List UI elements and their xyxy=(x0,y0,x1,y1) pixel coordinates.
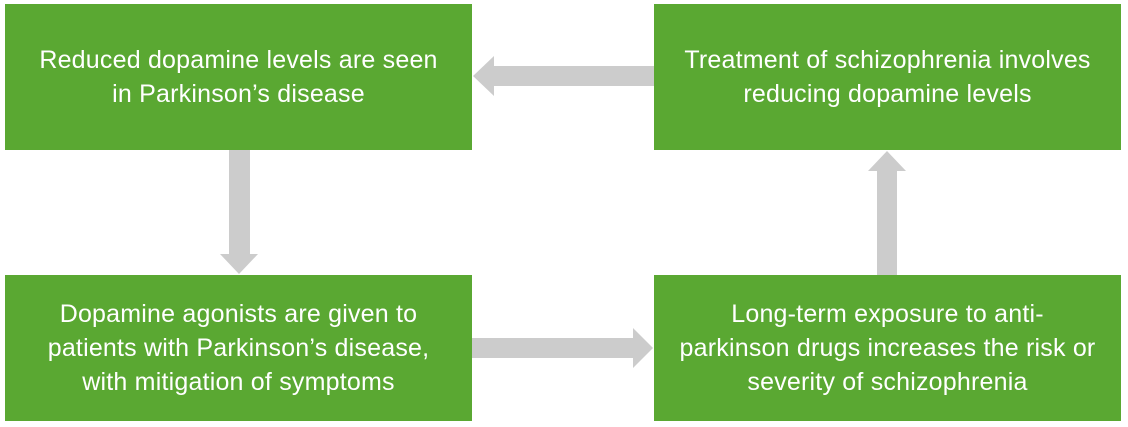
box-reduced-dopamine-parkinsons: Reduced dopamine levels are seen in Park… xyxy=(5,4,472,150)
box-text-line: reducing dopamine levels xyxy=(743,80,1032,108)
box-text: Dopamine agonists are given to patients … xyxy=(48,297,430,399)
arrow-down xyxy=(220,150,258,274)
box-text-line: Reduced dopamine levels are seen xyxy=(39,46,438,74)
box-schizophrenia-treatment: Treatment of schizophrenia involves redu… xyxy=(654,4,1121,150)
box-text-line: Dopamine agonists are given to xyxy=(59,300,418,328)
box-text: Treatment of schizophrenia involves redu… xyxy=(684,43,1090,111)
arrow-up xyxy=(868,151,906,275)
box-text-line: severity of schizophrenia xyxy=(747,368,1028,396)
box-dopamine-agonists: Dopamine agonists are given to patients … xyxy=(5,275,472,421)
box-text-line: with mitigation of symptoms xyxy=(82,368,395,396)
box-text-line: patients with Parkinson’s disease, xyxy=(47,334,430,362)
box-text-line: parkinson drugs increases the risk or xyxy=(679,334,1096,362)
box-text-line: Long-term exposure to anti- xyxy=(731,300,1044,328)
box-text: Long-term exposure to anti- parkinson dr… xyxy=(680,297,1096,399)
arrow-left xyxy=(473,56,654,96)
box-long-term-exposure: Long-term exposure to anti- parkinson dr… xyxy=(654,275,1121,421)
box-text-line: Treatment of schizophrenia involves xyxy=(684,46,1091,74)
arrow-right xyxy=(472,328,653,368)
box-text-line: in Parkinson’s disease xyxy=(112,80,365,108)
box-text: Reduced dopamine levels are seen in Park… xyxy=(39,43,437,111)
